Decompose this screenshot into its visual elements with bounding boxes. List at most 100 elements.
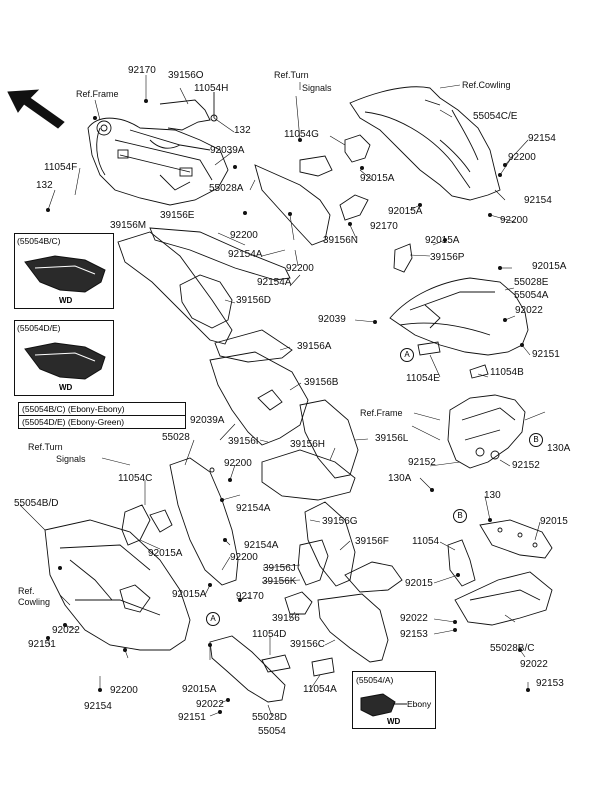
legend-row: (55054D/E) (Ebony-Green) (19, 415, 185, 428)
marker-a-2: A (206, 612, 220, 626)
label-11054A: 11054A (303, 684, 337, 695)
label-39156F: 39156F (355, 536, 389, 547)
panel-55028BC (454, 571, 553, 626)
label-92154-l: 92154 (84, 701, 112, 712)
label-ref-frame-mid: Ref.Frame (360, 408, 403, 418)
label-92154A-1: 92154A (228, 249, 263, 260)
label-39156J: 39156J (263, 563, 296, 574)
piece-39156P (393, 243, 413, 273)
label-92200-c1: 92200 (224, 458, 252, 469)
label-11054C: 11054C (118, 473, 153, 484)
label-92015-r: 92015 (540, 516, 568, 527)
color-legend: (55054B/C) (Ebony-Ebony) (55054D/E) (Ebo… (18, 402, 186, 429)
label-55028D: 55028D (252, 712, 288, 723)
piece-39156 (284, 591, 313, 615)
label-92022-r: 92022 (515, 305, 543, 316)
inset-55054A-note: Ebony (407, 699, 432, 709)
label-39156I: 39156I (228, 436, 259, 447)
piece-39156J (297, 539, 329, 586)
piece-39156B (209, 351, 309, 446)
panel-55028D (209, 635, 286, 703)
inset-55054DE-code: (55054D/E) (17, 323, 61, 333)
label-92200-c2: 92200 (230, 552, 258, 563)
lower-fairing-55054BD (44, 519, 191, 651)
inset-55054A-code: (55054/A) (356, 675, 394, 685)
legend-color: (Ebony-Green) (67, 417, 125, 427)
strip-39156E (149, 227, 291, 281)
panel-55028A (254, 164, 331, 246)
label-39156D: 39156D (236, 295, 272, 306)
bracket-11054H (159, 92, 218, 131)
legend-code: (55054D/E) (22, 417, 66, 427)
label-92022-l: 92022 (52, 625, 80, 636)
label-92015A-7: 92015A (182, 684, 217, 695)
label-55054BD: 55054B/D (14, 498, 59, 509)
label-92170-top: 92170 (128, 65, 156, 76)
label-ref-turn-mid-1: Ref.Turn (28, 442, 63, 452)
label-92015A-6: 92015A (172, 589, 207, 600)
label-39156H: 39156H (290, 439, 326, 450)
label-11054: 11054 (412, 536, 440, 547)
label-92154A-4: 92154A (244, 540, 279, 551)
label-92015-c: 92015 (405, 578, 433, 589)
label-92015A-3: 92015A (425, 235, 460, 246)
label-92154A-3: 92154A (236, 503, 271, 514)
label-39156M: 39156M (110, 220, 147, 231)
label-11054B: 11054B (490, 367, 524, 378)
marker-a-1: A (400, 348, 414, 362)
bracket-11054A (311, 657, 335, 677)
label-92039: 92039 (318, 314, 346, 325)
label-132-top: 132 (234, 125, 251, 136)
label-92153-2: 92153 (536, 678, 564, 689)
legend-code: (55054B/C) (22, 404, 66, 414)
label-39156G: 39156G (322, 516, 358, 527)
label-55054CE: 55054C/E (473, 111, 518, 122)
piece-39156F (344, 561, 403, 593)
label-92154-r2: 92154 (524, 195, 552, 206)
label-92152-2: 92152 (512, 460, 540, 471)
inset-55054DE-wd: WD (59, 383, 73, 392)
label-92022-b: 92022 (196, 699, 224, 710)
inner-panel-11054G (299, 134, 371, 221)
label-ref-cowling-top: Ref.Cowling (462, 80, 511, 90)
inset-55054DE: (55054D/E) WD (14, 320, 114, 396)
bracket-11054C (121, 504, 173, 546)
label-92022-r2: 92022 (520, 659, 548, 670)
label-92200-mid2: 92200 (286, 263, 314, 274)
label-92170-low: 92170 (236, 591, 264, 602)
label-39156L: 39156L (375, 433, 409, 444)
legend-color: (Ebony-Ebony) (67, 404, 125, 414)
label-ref-turn-mid-2: Signals (56, 454, 86, 464)
label-11054H: 11054H (194, 83, 229, 94)
label-92039A-top: 92039A (210, 145, 245, 156)
label-39156E: 39156E (160, 210, 195, 221)
bracket-11054E (417, 341, 441, 356)
label-39156C: 39156C (290, 639, 326, 650)
label-55028E: 55028E (514, 277, 549, 288)
panel-55028 (169, 457, 239, 586)
label-92015A-4: 92015A (532, 261, 567, 272)
label-ref-cowling-l2: Cowling (18, 597, 51, 607)
label-92151-l: 92151 (28, 639, 56, 650)
piece-39156A (214, 329, 293, 363)
label-55028: 55028 (162, 432, 190, 443)
marker-b-1: B (529, 433, 543, 447)
label-92200-mid: 92200 (230, 230, 258, 241)
label-39156N: 39156N (323, 235, 359, 246)
label-ref-cowling-l1: Ref. (18, 586, 35, 596)
label-130A-r: 130A (547, 443, 571, 454)
label-11054F: 11054F (44, 162, 78, 173)
label-39156P: 39156P (430, 252, 465, 263)
label-130A-c: 130A (388, 473, 412, 484)
label-11054E: 11054E (406, 373, 440, 384)
label-92151-b: 92151 (178, 712, 206, 723)
bracket-11054 (447, 539, 476, 587)
label-39156: 39156 (272, 613, 300, 624)
bracket-11054B (469, 364, 489, 379)
label-55028A: 55028A (209, 183, 244, 194)
inset-55054A-wd: WD (387, 717, 401, 726)
bracket-130 (479, 519, 553, 559)
label-92154A-2: 92154A (257, 277, 292, 288)
label-11054G: 11054G (284, 129, 319, 140)
